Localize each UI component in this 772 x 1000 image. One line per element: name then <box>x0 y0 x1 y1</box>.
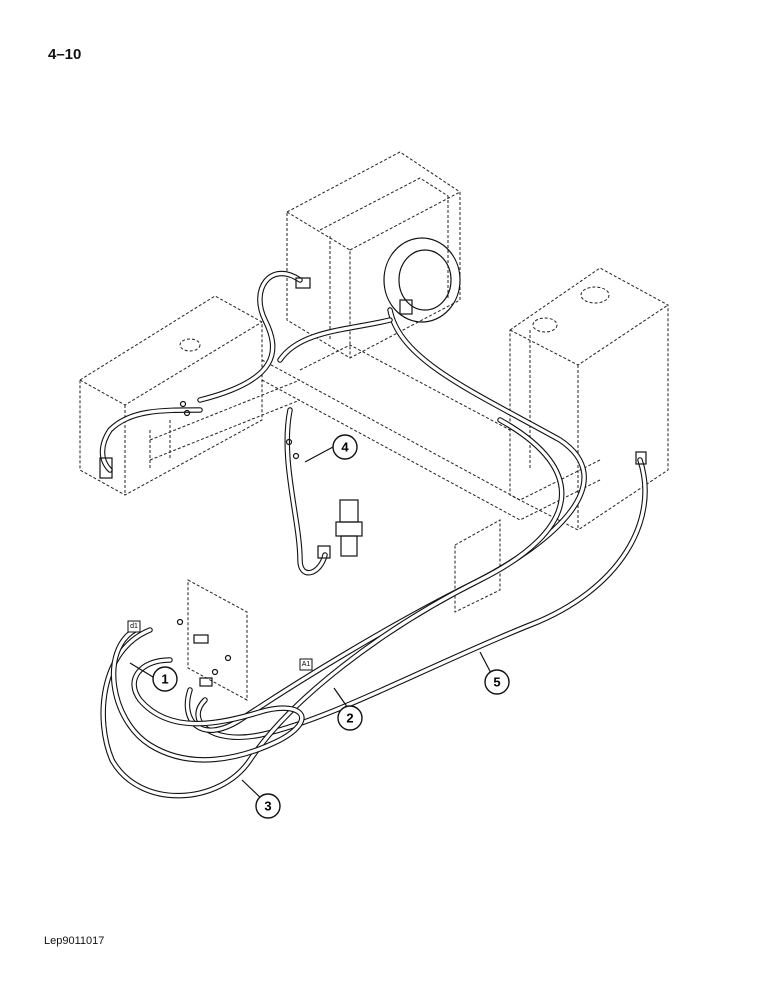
callout-5: 5 <box>484 669 510 695</box>
page-number: 4–10 <box>48 46 82 63</box>
harness-4 <box>99 270 393 576</box>
svg-text:5: 5 <box>493 675 500 690</box>
svg-text:A1: A1 <box>302 661 311 668</box>
svg-text:2: 2 <box>346 711 353 726</box>
callout-1: 1 <box>152 666 178 692</box>
harness-1 <box>110 627 305 763</box>
machine-frame <box>79 151 669 701</box>
tag-d1: d1 <box>127 620 141 633</box>
harness-3 <box>100 417 565 799</box>
callout-4: 4 <box>332 434 358 460</box>
svg-text:1: 1 <box>161 672 168 687</box>
pressure-switch <box>335 499 363 557</box>
reservoir-caps <box>179 286 610 352</box>
harness-5 <box>195 457 648 740</box>
connectors <box>99 277 647 687</box>
callout-2: 2 <box>337 705 363 731</box>
fan-shroud <box>383 237 461 323</box>
svg-text:3: 3 <box>264 799 271 814</box>
document-code: Lep9011017 <box>44 935 105 947</box>
svg-text:4: 4 <box>341 440 349 455</box>
callout-leaders <box>129 446 493 802</box>
callout-3: 3 <box>255 793 281 819</box>
tag-a1: A1 <box>299 658 313 671</box>
svg-text:d1: d1 <box>130 623 138 630</box>
